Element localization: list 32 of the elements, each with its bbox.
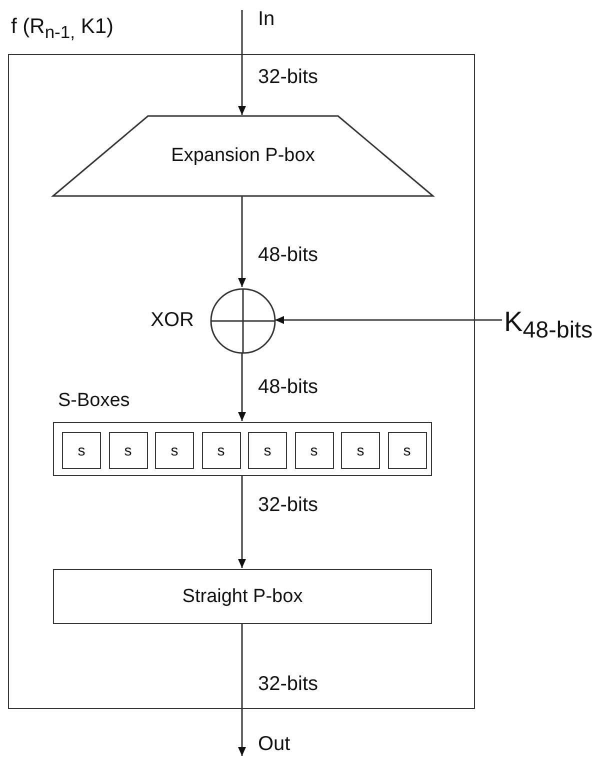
process-box xyxy=(53,569,432,624)
s-box-text: s xyxy=(356,442,366,459)
terminal-text: Out xyxy=(258,733,290,756)
arrow xyxy=(238,353,246,421)
box-text: Straight P-box xyxy=(181,586,304,608)
arrow xyxy=(238,475,246,568)
s-box-text: s xyxy=(76,442,86,459)
s-box xyxy=(388,432,426,469)
s-box xyxy=(108,432,148,469)
expansion-trapezoid xyxy=(53,116,433,196)
s-box xyxy=(248,432,287,469)
key-text: K$_{48-bits}$ xyxy=(504,306,593,344)
arrow xyxy=(238,623,246,756)
s-box xyxy=(202,432,240,469)
s-box-text: s xyxy=(402,442,412,459)
s-box xyxy=(62,432,101,469)
terminal-text: In xyxy=(258,8,275,31)
box-text: Expansion P-box xyxy=(170,145,316,167)
group-heading: S-Boxes xyxy=(58,390,130,412)
s-box-text: s xyxy=(262,442,272,459)
arrow xyxy=(275,316,502,324)
s-box-text: s xyxy=(123,442,133,459)
s-box-text: s xyxy=(216,442,226,459)
s-box xyxy=(341,432,380,469)
s-box xyxy=(155,432,194,469)
operation-label: XOR xyxy=(150,309,194,332)
arrow xyxy=(238,10,246,115)
s-box-text: s xyxy=(170,442,180,459)
arrow xyxy=(238,195,246,287)
s-box-text: s xyxy=(309,442,319,459)
s-box xyxy=(294,432,334,469)
function-heading: f (R$_{n-1,}$ K1) xyxy=(11,15,114,44)
